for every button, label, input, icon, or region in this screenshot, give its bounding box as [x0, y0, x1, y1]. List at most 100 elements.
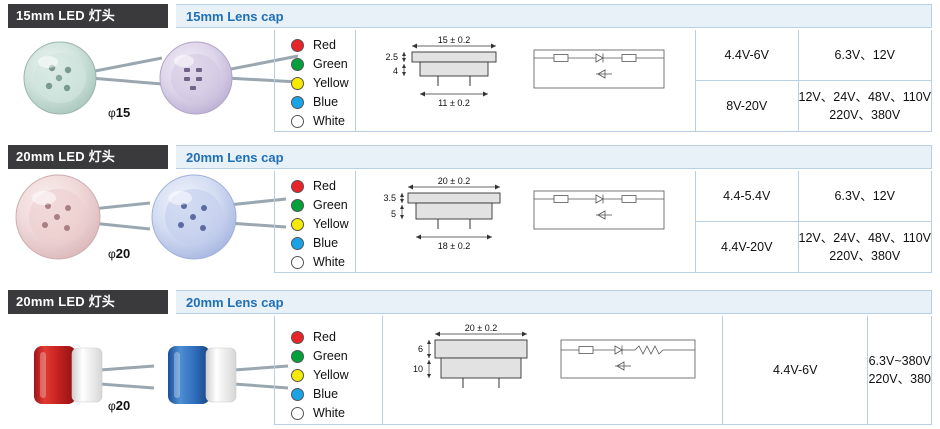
product-photos: φ15	[8, 30, 299, 132]
dc-voltage-cell: 4.4V-20V	[721, 239, 773, 254]
ac-voltage-line: 6.3V、12V	[834, 47, 895, 62]
ac-voltage-column: 6.3V~380V 220V、380	[868, 316, 931, 424]
dc-voltage-cell: 8V-20V	[726, 98, 768, 113]
color-label: White	[313, 255, 345, 269]
color-label: Blue	[313, 95, 339, 109]
color-label: Blue	[313, 236, 339, 250]
color-row-green: Green	[291, 196, 355, 214]
product-block-15mm: 15mm LED 灯头 15mm Lens cap	[8, 4, 932, 132]
dc-voltage-column: 4.4-5.4V 4.4V-20V	[695, 171, 799, 272]
color-swatch-white	[291, 114, 304, 128]
diameter-value: 20	[115, 246, 131, 261]
color-row-yellow: Yellow	[291, 215, 355, 233]
color-label: White	[313, 406, 345, 420]
svg-text:6: 6	[418, 344, 423, 354]
color-label: Blue	[313, 387, 339, 401]
color-row-red: Red	[291, 36, 355, 54]
ac-voltage-column: 6.3V、12V 12V、24V、48V、110V 220V、380V	[798, 171, 932, 272]
diameter-symbol: φ	[108, 247, 116, 261]
color-swatch-green	[291, 349, 304, 363]
color-row-blue: Blue	[291, 234, 355, 252]
ac-voltage-line: 220V、380V	[829, 108, 901, 122]
ac-voltage-cell: 6.3V、12V	[798, 30, 931, 81]
ac-voltage-line: 220V、380	[868, 372, 931, 386]
dimension-drawing-column: 20 ± 0.2 3.5 5 18 ± 0.2	[356, 171, 696, 272]
diameter-value: 15	[115, 105, 131, 120]
ac-voltage-cell: 6.3V、12V	[798, 171, 931, 222]
dimension-drawing-column: 20 ± 0.2 6 10	[383, 316, 723, 424]
ac-voltage-line: 6.3V、12V	[834, 188, 895, 203]
led-photo-20mm-pink	[14, 173, 164, 265]
svg-text:2.5: 2.5	[385, 52, 398, 62]
dimension-drawing-column: 15 ± 0.2 2.5 4	[356, 30, 696, 131]
ac-voltage-line: 220V、380V	[829, 249, 901, 263]
color-row-green: Green	[291, 347, 382, 365]
svg-text:20 ± 0.2: 20 ± 0.2	[438, 176, 470, 186]
color-label: Green	[313, 349, 348, 363]
color-swatch-yellow	[291, 76, 304, 90]
svg-text:11 ± 0.2: 11 ± 0.2	[438, 98, 470, 108]
svg-text:15 ± 0.2: 15 ± 0.2	[438, 35, 470, 45]
color-label: Red	[313, 179, 336, 193]
ac-voltage-cell: 12V、24V、48V、110V 220V、380V	[799, 222, 932, 272]
color-label: Yellow	[313, 76, 349, 90]
led-photo-dome-blue	[148, 330, 298, 422]
svg-text:10: 10	[413, 364, 423, 374]
ac-voltage-column: 6.3V、12V 12V、24V、48V、110V 220V、380V	[798, 30, 932, 131]
dimension-drawing: 20 ± 0.2 6 10	[413, 323, 696, 388]
color-label: White	[313, 114, 345, 128]
color-swatch-blue	[291, 387, 304, 401]
color-swatch-green	[291, 57, 304, 71]
product-block-20mm-a: 20mm LED 灯头 20mm Lens cap	[8, 145, 932, 273]
spec-table: Red Green Yellow Blue White	[274, 316, 932, 425]
diameter-value: 20	[115, 398, 131, 413]
svg-text:3.5: 3.5	[383, 193, 396, 203]
color-swatch-yellow	[291, 368, 304, 382]
led-photo-dome-red	[14, 330, 164, 422]
color-swatch-white	[291, 406, 304, 420]
product-block-20mm-b: 20mm LED 灯头 20mm Lens cap	[8, 290, 932, 425]
color-row-white: White	[291, 253, 355, 271]
color-label: Red	[313, 38, 336, 52]
dc-voltage-column: 4.4V-6V	[723, 316, 869, 424]
block-header: 20mm LED 灯头 20mm Lens cap	[8, 145, 932, 169]
color-row-red: Red	[291, 177, 355, 195]
color-swatch-white	[291, 255, 304, 269]
block-header: 15mm LED 灯头 15mm Lens cap	[8, 4, 932, 28]
color-label: Green	[313, 57, 348, 71]
svg-text:18 ± 0.2: 18 ± 0.2	[438, 241, 470, 251]
color-column: Red Green Yellow Blue White	[275, 316, 383, 424]
dc-voltage-cell: 4.4-5.4V	[695, 171, 798, 222]
color-label: Yellow	[313, 368, 349, 382]
spec-table: Red Green Yellow Blue White	[274, 171, 932, 273]
color-row-blue: Blue	[291, 385, 382, 403]
ac-voltage-line: 12V、24V、48V、110V	[798, 230, 932, 245]
led-photo-15mm-violet	[158, 36, 299, 115]
header-title-en: 20mm Lens cap	[176, 290, 932, 314]
color-row-green: Green	[291, 55, 355, 73]
color-swatch-red	[291, 179, 304, 193]
header-title-cn: 15mm LED 灯头	[8, 4, 168, 28]
color-label: Red	[313, 330, 336, 344]
led-photo-20mm-blue	[150, 173, 300, 265]
ac-voltage-cell: 12V、24V、48V、110V 220V、380V	[799, 81, 932, 131]
color-row-blue: Blue	[291, 93, 355, 111]
header-title-en: 15mm Lens cap	[176, 4, 932, 28]
dc-voltage-column: 4.4V-6V 8V-20V	[695, 30, 799, 131]
spec-table: Red Green Yellow Blue White	[274, 30, 932, 132]
color-label: Yellow	[313, 217, 349, 231]
dimension-drawing: 15 ± 0.2 2.5 4	[385, 35, 665, 108]
svg-text:5: 5	[391, 209, 396, 219]
color-label: Green	[313, 198, 348, 212]
product-photos: φ20	[8, 316, 289, 425]
ac-voltage-line: 12V、24V、48V、110V	[798, 89, 932, 104]
color-row-white: White	[291, 112, 355, 130]
block-header: 20mm LED 灯头 20mm Lens cap	[8, 290, 932, 314]
header-title-cn: 20mm LED 灯头	[8, 290, 168, 314]
diameter-symbol: φ	[108, 106, 116, 120]
color-swatch-blue	[291, 95, 304, 109]
dimension-drawing: 20 ± 0.2 3.5 5 18 ± 0.2	[383, 176, 665, 251]
diameter-symbol: φ	[108, 399, 116, 413]
diameter-label: φ15	[108, 105, 130, 120]
